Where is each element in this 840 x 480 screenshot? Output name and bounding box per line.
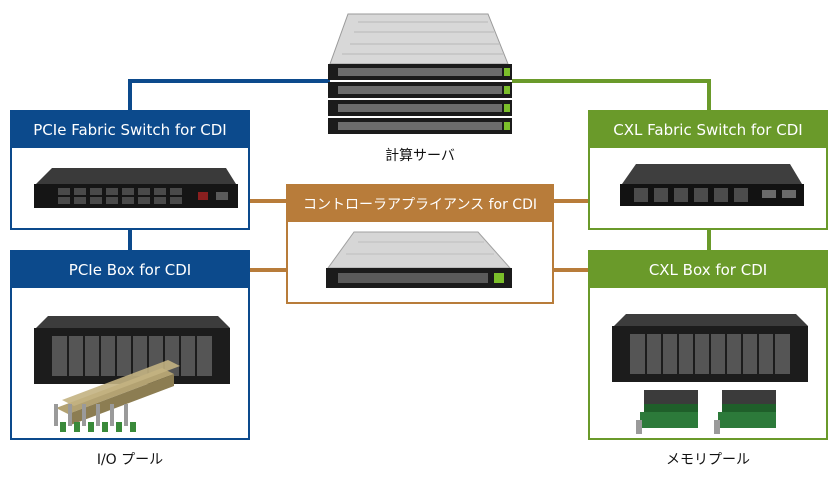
controller-appliance-box: コントローラアプライアンス for CDI xyxy=(286,184,554,304)
memory-pool-caption: メモリプール xyxy=(666,452,750,468)
link-cxl-switch-box xyxy=(707,228,711,252)
link-server-cxl-h xyxy=(512,79,711,83)
link-controller-pcie-box xyxy=(248,268,288,272)
cxl-fabric-switch-box: CXL Fabric Switch for CDI xyxy=(588,110,828,230)
cxl-box: CXL Box for CDI xyxy=(588,250,828,440)
gpu-cards-icon xyxy=(54,360,180,432)
controller-appliance-title: コントローラアプライアンス for CDI xyxy=(288,186,552,222)
cxl-box-device-icon xyxy=(612,314,808,434)
cxl-box-title: CXL Box for CDI xyxy=(590,252,826,288)
link-controller-cxl-switch xyxy=(552,199,592,203)
pcie-box-device-icon xyxy=(34,316,230,432)
link-server-pcie-v xyxy=(128,79,132,115)
cxl-switch-device-icon xyxy=(620,164,804,206)
controller-server-icon xyxy=(326,231,512,288)
link-controller-cxl-box xyxy=(552,268,592,272)
pcie-fabric-switch-title: PCIe Fabric Switch for CDI xyxy=(12,112,248,148)
link-pcie-switch-box xyxy=(128,228,132,252)
compute-server-caption: 計算サーバ xyxy=(385,148,455,164)
link-server-cxl-v xyxy=(707,79,711,115)
compute-server xyxy=(318,8,522,140)
link-controller-pcie-switch xyxy=(248,199,288,203)
pcie-switch-device-icon xyxy=(34,168,238,208)
cxl-fabric-switch-title: CXL Fabric Switch for CDI xyxy=(590,112,826,148)
pcie-fabric-switch-box: PCIe Fabric Switch for CDI xyxy=(10,110,250,230)
compute-server-icon xyxy=(328,13,512,134)
pcie-box-title: PCIe Box for CDI xyxy=(12,252,248,288)
memory-cards-icon xyxy=(636,390,776,434)
io-pool-caption: I/O プール xyxy=(96,452,164,468)
pcie-box: PCIe Box for CDI xyxy=(10,250,250,440)
link-server-pcie-h xyxy=(128,79,330,83)
